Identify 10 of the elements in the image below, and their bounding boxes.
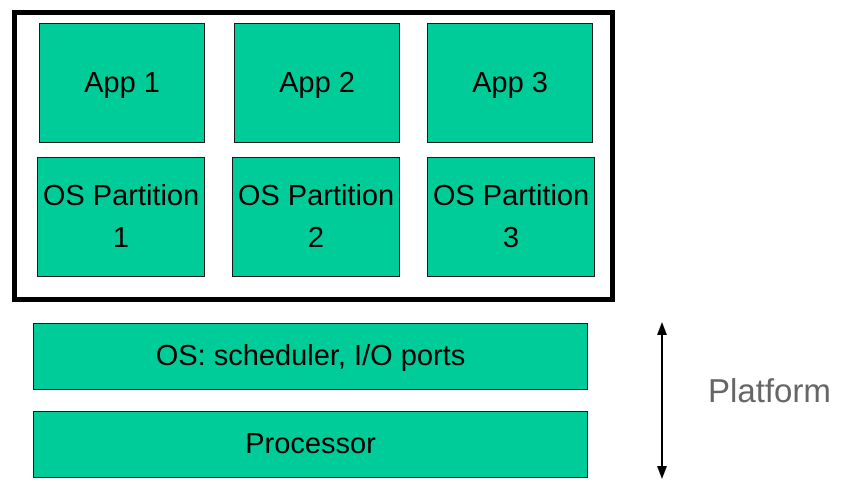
platform-label: Platform — [708, 372, 831, 410]
layer-box: App 2 — [234, 23, 400, 143]
layer-box: OS Partition 1 — [37, 157, 205, 277]
layer-box: OS Partition 2 — [232, 157, 400, 277]
layer-box: OS Partition 3 — [427, 157, 595, 277]
layer-box: App 1 — [39, 23, 205, 143]
layer-box: OS: scheduler, I/O ports — [33, 323, 588, 390]
layer-box: App 3 — [427, 23, 593, 143]
layer-box: Processor — [33, 411, 588, 478]
frame-box — [12, 10, 615, 302]
